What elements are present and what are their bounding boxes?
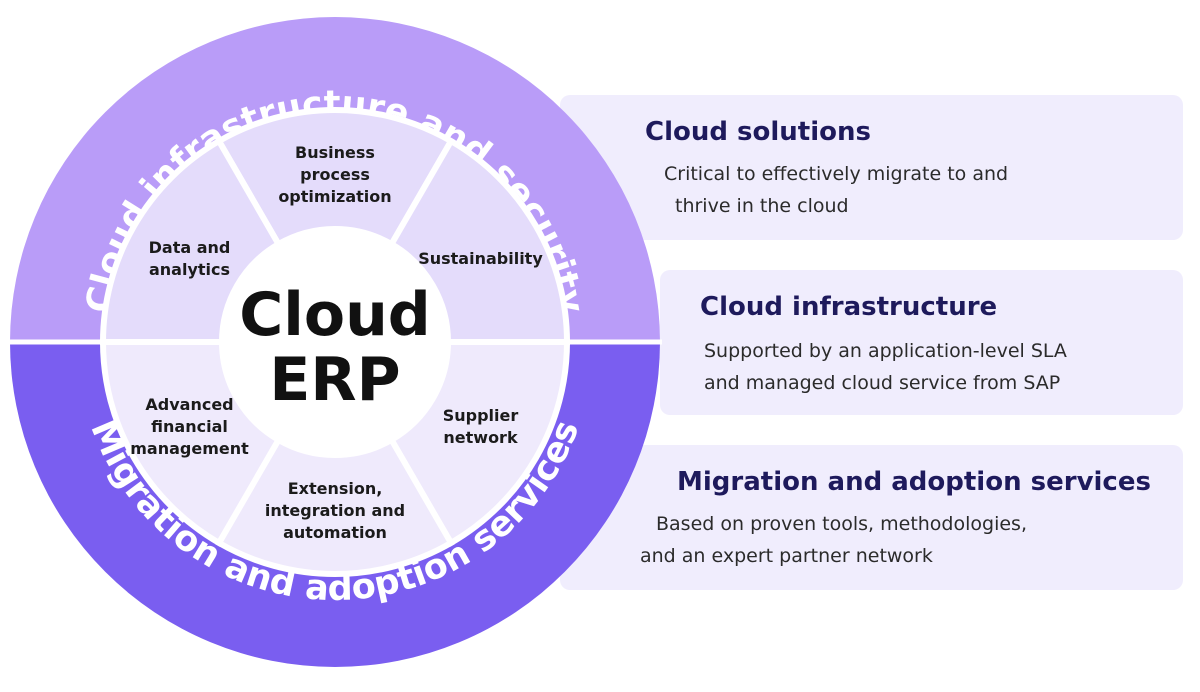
panel-cloud-solutions: Cloud solutions Critical to effectively … <box>560 95 1183 240</box>
panel-title: Cloud solutions <box>645 117 871 147</box>
panel-text-line: Critical to effectively migrate to and <box>664 163 1009 185</box>
segment-label-line: automation <box>283 523 387 542</box>
segment-label-line: Extension, <box>288 479 383 498</box>
segment-label-line: integration and <box>265 501 405 520</box>
segment-label-line: analytics <box>149 260 230 279</box>
center-circle <box>222 229 448 455</box>
segment-label-line: process <box>300 165 370 184</box>
segment-label-line: management <box>130 439 249 458</box>
panel-text-line: Based on proven tools, methodologies, <box>656 513 1027 535</box>
segments-group: Business process optimizationSustainabilit… <box>99 107 571 577</box>
segment-label-line: Advanced <box>145 395 233 414</box>
segment-label-line: optimization <box>278 187 391 206</box>
panel-title: Migration and adoption services <box>677 467 1151 497</box>
panel-cloud-infrastructure: Cloud infrastructure Supported by an app… <box>660 270 1183 415</box>
segment-label-line: Business <box>295 143 375 162</box>
segment-label-line: financial <box>151 417 228 436</box>
segment-label-line: network <box>443 428 518 447</box>
segment-label-sustainability: Sustainability <box>418 249 543 268</box>
panel-text-line: and an expert partner network <box>640 545 933 567</box>
panel-text-line: Supported by an application-level SLA <box>704 340 1067 362</box>
panel-text-line: thrive in the cloud <box>675 195 849 217</box>
cloud-erp-diagram: Cloud infrastructure and security Migrat… <box>8 17 662 667</box>
center-label-line2: ERP <box>269 345 400 415</box>
segment-label-data: Data and analytics <box>149 238 231 279</box>
panel-migration-adoption: Migration and adoption services Based on… <box>560 445 1183 590</box>
segment-label-business: Business process optimization <box>278 143 391 206</box>
panel-title: Cloud infrastructure <box>700 292 998 322</box>
segment-label-line: Data and <box>149 238 231 257</box>
center-label-line1: Cloud <box>239 280 430 350</box>
segment-label-line: Sustainability <box>418 249 543 268</box>
segment-label-financial: Advanced financial management <box>130 395 249 458</box>
panel-text-line: and managed cloud service from SAP <box>704 372 1061 394</box>
segment-label-supplier: Supplier network <box>443 406 519 447</box>
segment-label-line: Supplier <box>443 406 519 425</box>
segment-label-extension: Extension, integration and automation <box>265 479 405 542</box>
